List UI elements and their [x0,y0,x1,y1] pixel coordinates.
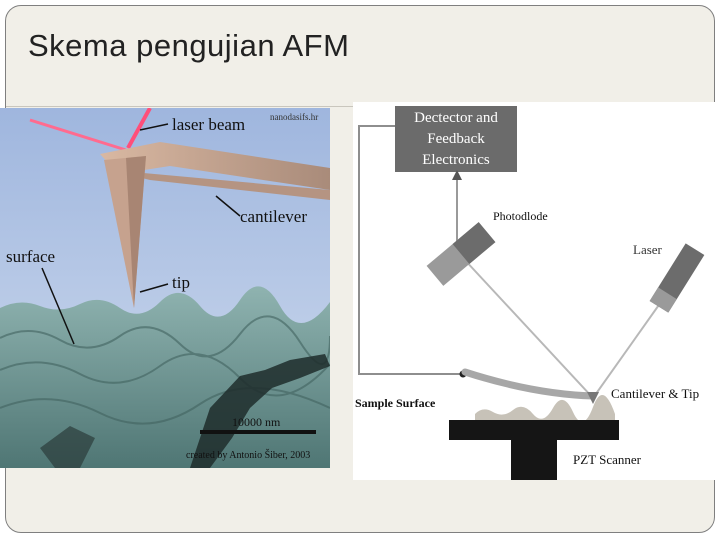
scanner-post [511,440,557,480]
laser-beam-reflected [29,118,127,152]
surface-label-pointer [41,267,75,345]
photodiode-device [426,222,496,286]
detector-feedback-box [395,106,517,172]
credit-text: created by Antonio Šiber, 2003 [186,449,310,461]
cantilever-beam [461,368,597,400]
laser-label-pointer [139,123,169,131]
detector-line3: Electronics [422,152,490,168]
laser-beam-incoming [126,108,152,149]
laser-label: Laser [633,242,663,257]
cantilever-arm-lower [110,170,330,200]
label-laser-beam: laser beam [172,115,245,134]
detector-line1: Dectector and [414,110,498,126]
watermark: nanodasifs.hr [270,112,318,122]
cantilever-arm [100,142,330,190]
laser-device [649,243,705,313]
beam-laser-to-tip [592,301,662,399]
pzt-scanner-label: PZT Scanner [573,452,642,467]
scale-bar-label: 10000 nm [232,415,281,429]
sample-surface-label: Sample Surface [355,396,436,410]
signal-arrowhead [452,170,462,180]
beam-tip-to-photodiode [462,257,594,399]
cantilever-label-pointer [215,195,241,217]
afm-tip-shade [126,156,146,308]
detector-line2: Feedback [427,131,485,147]
scanner-top [449,420,619,440]
cantilever-tip [587,392,599,404]
slide-title: Skema pengujian AFM [28,28,350,63]
photodiode-label: Photodlode [493,209,548,223]
afm-schematic: Dectector and Feedback Electronics Photo… [353,102,715,480]
afm-3d-illustration: nanodasifs.hr laser beam cantilever surf… [0,108,330,468]
terrain-crack [190,354,330,468]
cantilever-tip-label: Cantilever & Tip [611,386,699,401]
sample-surface [475,395,615,422]
terrain-crack-2 [40,426,95,468]
label-cantilever: cantilever [240,207,307,226]
label-tip: tip [172,273,190,292]
tip-label-pointer [139,283,169,293]
surface-terrain [0,286,330,468]
feedback-wire [358,125,463,375]
label-surface: surface [6,247,55,266]
